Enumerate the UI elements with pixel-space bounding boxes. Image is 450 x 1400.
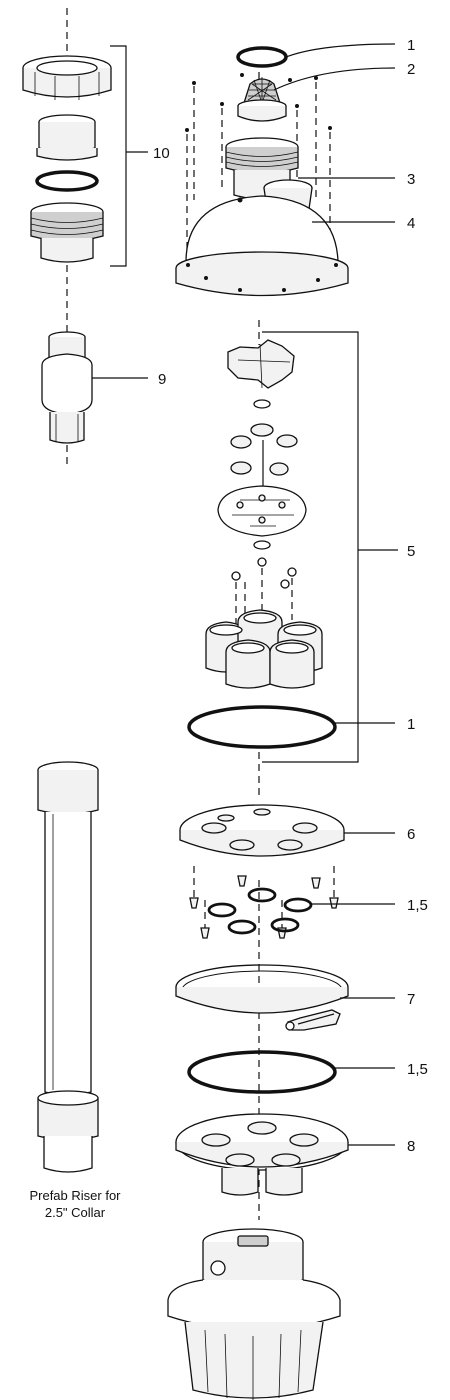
callout-8: 8 (407, 1138, 415, 1155)
callout-leaders (92, 43, 396, 1146)
prefab-riser-part (37, 761, 99, 1173)
callout-1-5-b: 1,5 (407, 1061, 428, 1078)
screws-top (185, 73, 332, 260)
dome-housing (175, 195, 349, 297)
callout-1-mid: 1 (407, 716, 415, 733)
callout-7: 7 (407, 991, 415, 1008)
callout-1-5-a: 1,5 (407, 897, 428, 914)
check-valve-part (41, 331, 93, 444)
o-ring-top (236, 46, 288, 68)
o-ring-mid (187, 705, 337, 749)
bracket-5 (262, 331, 359, 763)
callout-3: 3 (407, 171, 415, 188)
callout-1-top: 1 (407, 37, 415, 54)
callout-6: 6 (407, 826, 415, 843)
o-ring-union (35, 170, 99, 192)
threaded-adapter-part (225, 137, 299, 200)
callout-2: 2 (407, 61, 415, 78)
riser-caption-line1: Prefab Riser for (29, 1188, 121, 1203)
callout-5: 5 (407, 543, 415, 560)
riser-caption-line2: 2.5" Collar (45, 1205, 106, 1220)
callout-9: 9 (158, 371, 166, 388)
bottom-plate-part (175, 1113, 349, 1196)
callout-4: 4 (407, 215, 415, 232)
bracket-10 (110, 45, 127, 267)
valve-body-assembly (167, 1228, 341, 1400)
screen-cone-part (237, 77, 287, 122)
screws-and-rings (189, 866, 339, 939)
base-plate-part (179, 804, 345, 857)
o-ring-lower (187, 1050, 337, 1094)
callout-10: 10 (153, 145, 170, 162)
clamp-band-part (175, 964, 349, 1031)
union-assembly-part (22, 55, 112, 263)
valve-internals-part (205, 339, 323, 689)
